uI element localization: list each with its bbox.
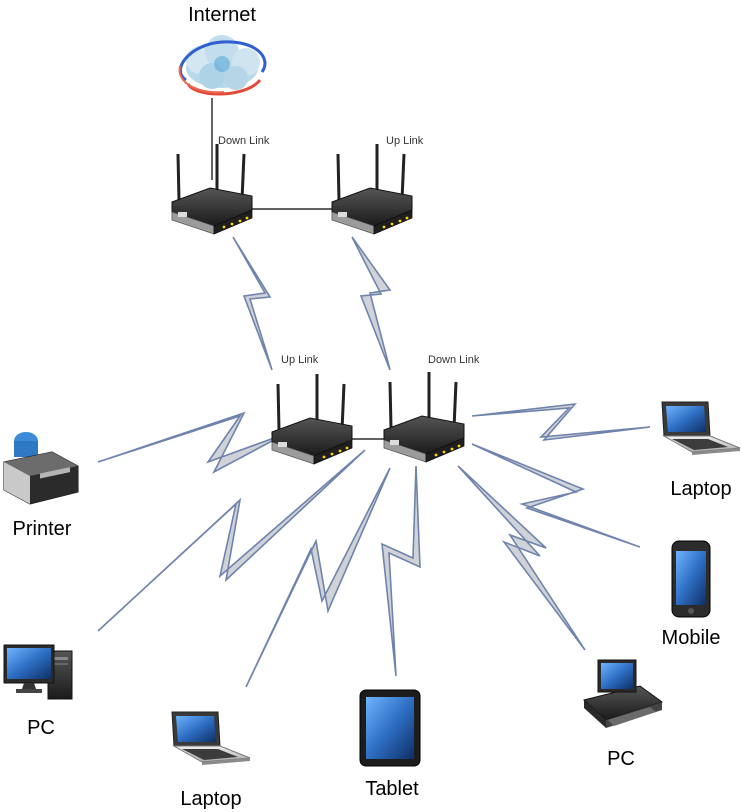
internet-label: Internet	[188, 4, 256, 26]
router-bottom-left-icon	[270, 372, 354, 466]
wireless-link-laptop-bottom	[245, 467, 391, 688]
pc-right-icon	[582, 659, 664, 728]
printer-label: Printer	[13, 518, 72, 540]
laptop-bottom-label: Laptop	[180, 788, 241, 810]
wireless-link-pc-right	[457, 465, 586, 651]
wireless-link-printer	[97, 411, 286, 474]
wireless-link-tablet	[381, 465, 421, 677]
wireless-link-pc-left	[97, 449, 366, 632]
bottom-right-router-link-label: Down Link	[428, 354, 480, 366]
router-bottom-right-icon	[382, 370, 466, 464]
top-left-router-link-label: Down Link	[218, 135, 270, 147]
bottom-left-router-link-label: Up Link	[281, 354, 319, 366]
pc-right-label: PC	[607, 748, 635, 770]
tablet-icon	[359, 689, 421, 767]
top-right-router-link-label: Up Link	[386, 135, 424, 147]
pc-left-label: PC	[27, 717, 55, 739]
laptop-right-icon	[661, 401, 741, 456]
mobile-icon	[671, 540, 711, 618]
wireless-link-mobile	[471, 443, 641, 548]
mobile-label: Mobile	[662, 627, 721, 649]
laptop-right-label: Laptop	[670, 478, 731, 500]
tablet-label: Tablet	[365, 778, 419, 800]
laptop-bottom-icon	[171, 711, 251, 766]
wireless-link-laptop-right	[471, 402, 651, 442]
internet-globe-icon	[178, 35, 267, 96]
pc-left-icon	[3, 644, 73, 700]
printer-icon	[3, 432, 79, 505]
wireless-links	[97, 236, 651, 688]
wireless-link-top-left	[232, 236, 273, 371]
wireless-link-top-right	[351, 236, 392, 371]
router-top-right-icon	[330, 142, 414, 236]
